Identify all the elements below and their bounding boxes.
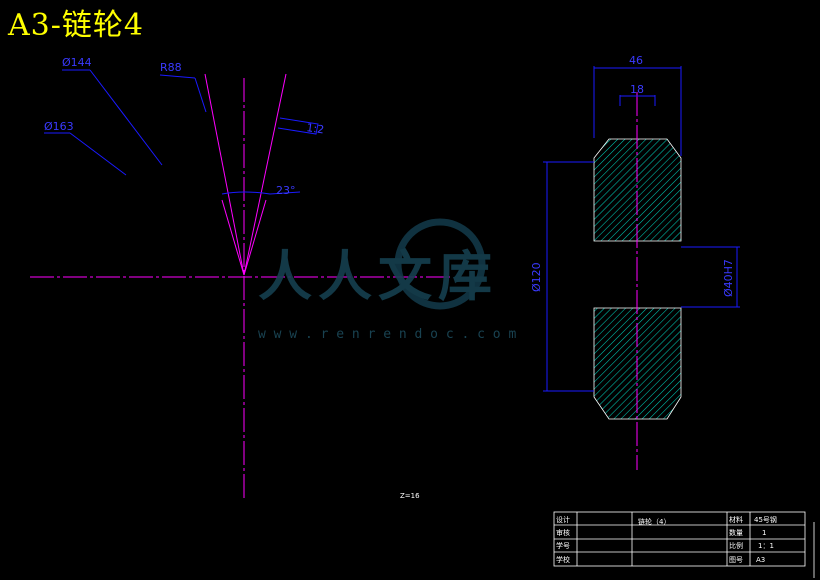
tb-check-label: 审核 <box>556 528 570 537</box>
watermark-text: 人人文库 <box>258 244 498 308</box>
section-upper-half <box>593 138 682 242</box>
tb-design-label: 设计 <box>556 515 570 524</box>
watermark-logo <box>394 218 486 310</box>
tb-qty-value: 1 <box>762 529 766 537</box>
r88-label: R88 <box>160 61 182 74</box>
section-view: 46 18 Ø120 Ø40H7 <box>530 54 740 470</box>
tooth-flank-right-outer <box>243 73 287 276</box>
tooth-flank-left-outer <box>204 73 245 276</box>
drawing-title: A3-链轮4 <box>8 8 144 43</box>
tb-part-name: 链轮（4） <box>638 517 670 526</box>
angle-arc <box>221 191 271 195</box>
tb-qty-label: 数量 <box>729 528 743 537</box>
tb-school-label: 学校 <box>556 555 570 564</box>
angle-label: 23° <box>276 184 296 197</box>
d120-label: Ø120 <box>530 262 543 292</box>
title-block-text: 设计 链轮（4） 材料 45号钢 审核 数量 1 学号 比例 1：1 学校 图号… <box>556 515 777 564</box>
r88-leader <box>194 77 207 113</box>
tooth-profile-view: Ø144 Ø163 R88 1:2 23° <box>30 56 452 498</box>
teeth-note: Z=16 <box>400 492 420 500</box>
tb-sheet-label: 图号 <box>729 556 743 564</box>
hub-label: 18 <box>630 83 644 96</box>
d144-label: Ø144 <box>62 56 92 69</box>
tooth-flank-left-inner <box>221 199 245 276</box>
title-block <box>553 511 815 578</box>
watermark: 人人文库 w w w . r e n r e n d o c . c o m <box>258 218 516 342</box>
slope-leader <box>277 117 319 135</box>
tb-scale-label: 比例 <box>729 541 743 550</box>
watermark-url: w w w . r e n r e n d o c . c o m <box>258 327 516 342</box>
tb-sheet-value: A3 <box>756 556 765 564</box>
bore-label: Ø40H7 <box>722 259 735 297</box>
tb-material-value: 45号钢 <box>754 515 777 524</box>
tb-material-label: 材料 <box>729 515 743 524</box>
tb-scale-value: 1：1 <box>758 542 774 550</box>
tb-student-label: 学号 <box>556 541 570 550</box>
d163-label: Ø163 <box>44 120 74 133</box>
slope-label: 1:2 <box>306 121 325 136</box>
width-label: 46 <box>629 54 643 67</box>
d163-leader <box>69 132 127 176</box>
tooth-flank-right-inner <box>243 199 267 276</box>
d144-leader <box>89 69 163 166</box>
